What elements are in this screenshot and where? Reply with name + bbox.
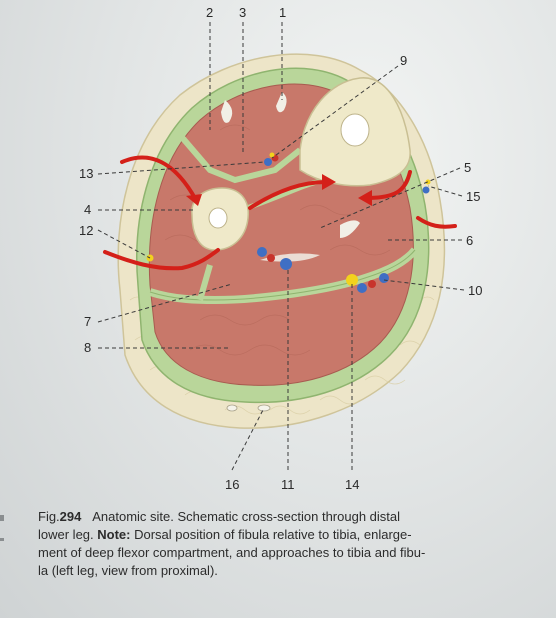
page-margin-mark [0, 538, 4, 541]
caption-fig-number: 294 [59, 509, 82, 524]
callout-label-1: 1 [279, 5, 287, 20]
leader-line-9 [271, 65, 399, 159]
peroneal-bundle [257, 247, 292, 270]
approach-arrow-medial-posterior [416, 216, 457, 229]
callout-label-10: 10 [468, 283, 483, 298]
arrowhead [358, 190, 372, 206]
leader-line-16 [231, 407, 265, 471]
tendon-patch [276, 92, 287, 113]
caption-text-line1: Anatomic site. Schematic cross-section t… [92, 509, 401, 524]
approach-arrow-lateral-lower [103, 248, 220, 271]
caption-line-1: Fig.294 Anatomic site. Schematic cross-s… [38, 508, 544, 526]
approach-arrow-anterior-tibia [248, 180, 328, 210]
arrowhead [322, 174, 336, 190]
great-saphenous-bundle [422, 179, 431, 194]
callout-label-3: 3 [239, 5, 247, 20]
anterior-septum [177, 133, 302, 184]
cross-section-figure: 1 2 3 9 13 5 15 4 12 6 10 7 8 16 11 14 [79, 5, 483, 492]
tendon-patch [260, 253, 320, 262]
caption-line-2: lower leg. Note: Dorsal position of fibu… [38, 526, 544, 544]
callout-label-8: 8 [84, 340, 92, 355]
callout-label-15: 15 [466, 189, 481, 204]
callout-label-12: 12 [79, 223, 94, 238]
callout-label-2: 2 [206, 5, 214, 20]
callout-label-9: 9 [400, 53, 408, 68]
caption-note-label: Note: [97, 527, 131, 542]
callout-label-4: 4 [84, 202, 92, 217]
leader-line-15 [427, 185, 463, 197]
approach-arrow-lateral-upper [120, 155, 198, 202]
caption-text-line2-a: lower leg. [38, 527, 94, 542]
caption-fig-prefix: Fig. [38, 509, 60, 524]
callout-label-14: 14 [345, 477, 360, 492]
leader-line-12 [97, 229, 151, 259]
cross-section-illustration [97, 22, 465, 471]
page-margin-mark [0, 515, 4, 521]
caption-text-line2-b: Dorsal position of fibula relative to ti… [134, 527, 412, 542]
posterior-intermuscular-septum [197, 264, 213, 301]
leader-line-7 [97, 283, 233, 323]
callout-label-6: 6 [466, 233, 474, 248]
tendon-patch [340, 220, 360, 238]
tibia-medullary-cavity [340, 113, 370, 147]
posterior-tibial-bundle [346, 273, 389, 293]
arrowhead [186, 194, 202, 206]
leader-line-5 [319, 167, 461, 229]
fibula-medullary-cavity [208, 207, 228, 229]
anterior-tibial-bundle [264, 152, 279, 166]
caption-line-3: ment of deep flexor compartment, and app… [38, 545, 426, 560]
small-saphenous-bundle [226, 404, 271, 412]
figure-caption: Fig.294 Anatomic site. Schematic cross-s… [38, 508, 544, 580]
caption-line-4: la (left leg, view from proximal). [38, 563, 218, 578]
callout-label-7: 7 [84, 314, 92, 329]
tendon-patch [221, 100, 233, 123]
callout-label-11: 11 [281, 477, 295, 492]
callout-label-16: 16 [225, 477, 240, 492]
callout-label-13: 13 [79, 166, 94, 181]
callout-label-5: 5 [464, 160, 472, 175]
